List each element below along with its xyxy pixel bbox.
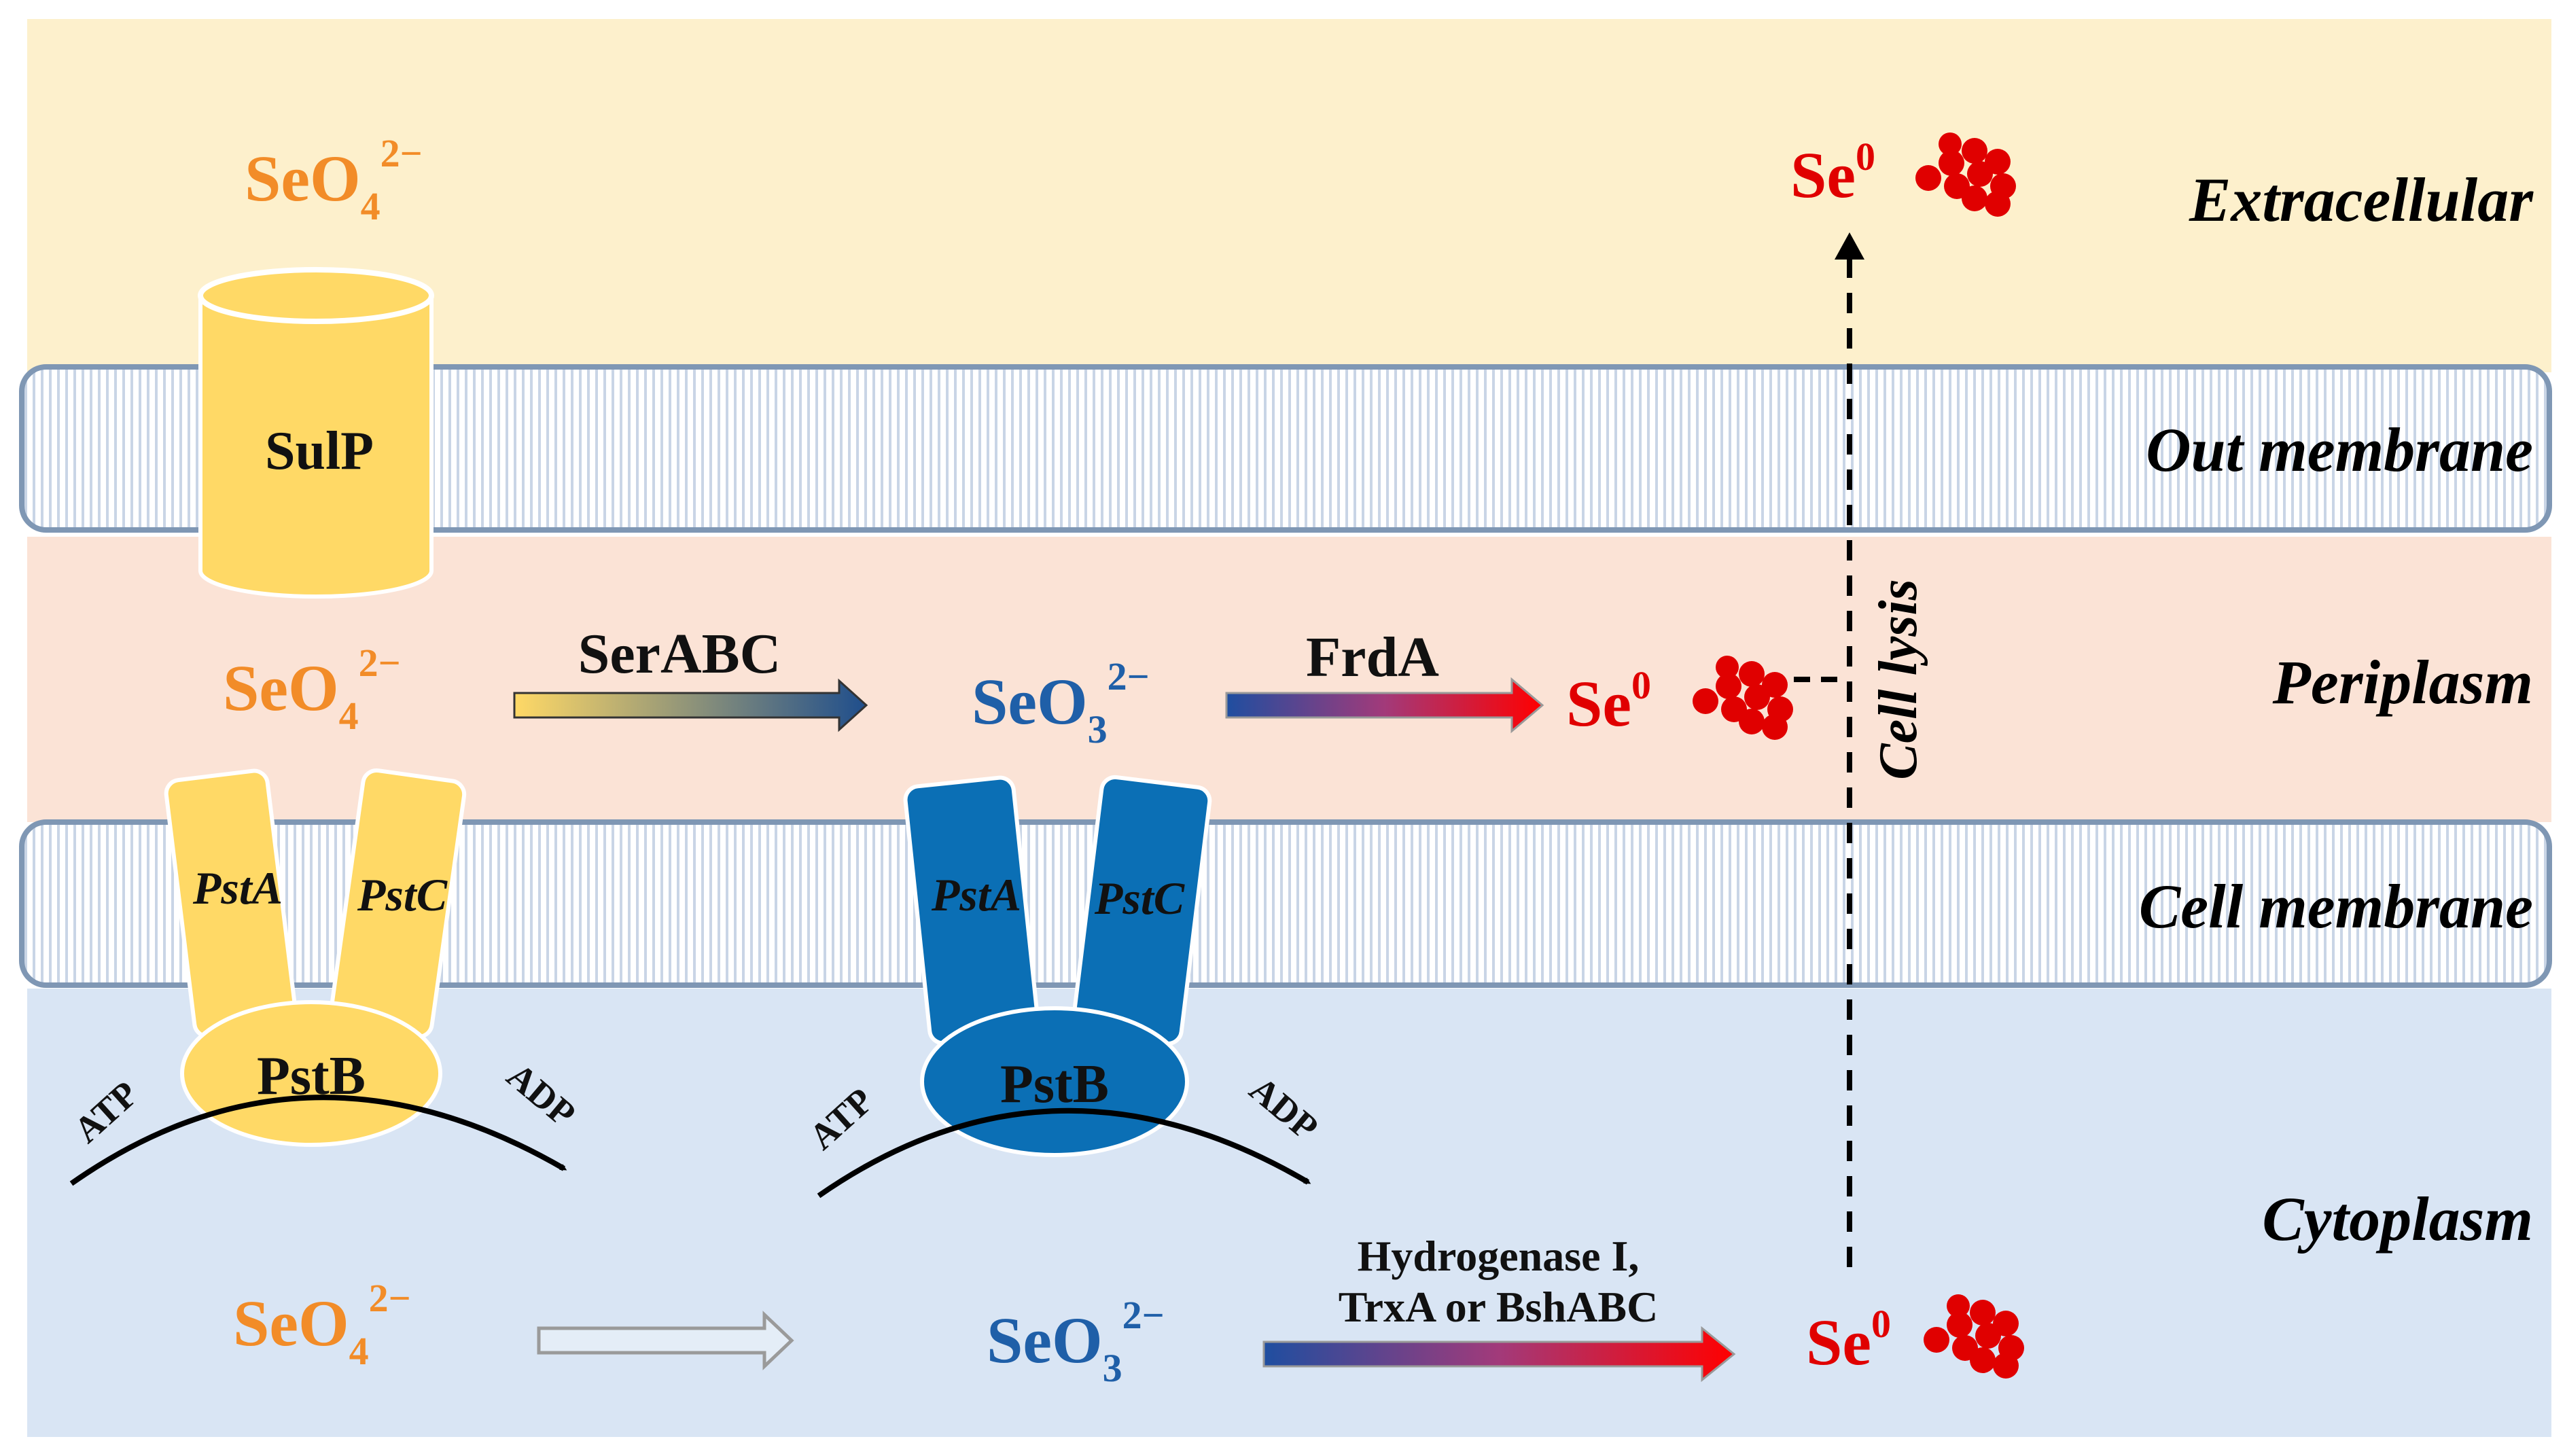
pstc-yellow-label: PstC	[357, 869, 448, 921]
pst-complex-blue: PstA PstC PstB ATP ADP	[801, 775, 1326, 1198]
frda-label: FrdA	[1306, 626, 1439, 689]
atp-adp-arc-yellow	[69, 1095, 567, 1186]
psta-blue-label: PstA	[931, 869, 1021, 921]
selenate-extracellular: SeO42−	[245, 131, 423, 228]
pstc-blue-label: PstC	[1094, 872, 1185, 924]
cell-membrane	[19, 819, 2552, 988]
selenate-cytoplasm: SeO42−	[233, 1276, 411, 1373]
serabc-arrow: SerABC	[513, 622, 868, 732]
psta-yellow-label: PstA	[192, 862, 283, 914]
atp-adp-arc-blue	[817, 1107, 1311, 1198]
extracellular-region	[27, 19, 2551, 372]
cell-lysis-arrowhead	[1835, 232, 1864, 260]
selenium-extracellular: Se0	[1790, 135, 1875, 211]
se-nanoparticles-periplasm	[1693, 656, 1793, 740]
se-nanoparticles-extracellular	[1915, 132, 2016, 217]
periplasm-region	[27, 537, 2551, 822]
selenite-periplasm: SeO32−	[972, 654, 1150, 751]
pstb-blue-label: PstB	[1000, 1054, 1109, 1114]
selenium-periplasm: Se0	[1566, 663, 1651, 740]
se-nanoparticles-cytoplasm	[1924, 1294, 2024, 1379]
selenate-periplasm: SeO42−	[223, 641, 401, 738]
sulp-label: SulP	[265, 421, 374, 481]
selenium-cytoplasm: Se0	[1806, 1302, 1891, 1379]
frda-arrow: FrdA	[1225, 626, 1544, 734]
extracellular-label: Extracellular	[2189, 165, 2534, 234]
cytoplasm-label: Cytoplasm	[2262, 1184, 2533, 1254]
out-membrane-label: Out membrane	[2146, 415, 2533, 484]
cell-membrane-label: Cell membrane	[2139, 872, 2533, 941]
serabc-label: SerABC	[578, 622, 781, 686]
out-membrane	[19, 364, 2552, 533]
pstb-yellow	[180, 1000, 442, 1147]
cytoplasm-enzyme-line1: Hydrogenase I,	[1358, 1232, 1640, 1280]
periplasm-label: Periplasm	[2272, 647, 2533, 717]
hollow-arrow-cytoplasm	[537, 1311, 794, 1370]
cytoplasm-enzyme-line2: TrxA or BshABC	[1339, 1283, 1659, 1331]
cytoplasm-reduction-arrow: Hydrogenase I, TrxA or BshABC	[1262, 1232, 1736, 1383]
cell-lysis-label: Cell lysis	[1869, 579, 1928, 780]
selenite-cytoplasm: SeO32−	[987, 1293, 1165, 1390]
sulp-transporter: SulP	[198, 267, 434, 599]
